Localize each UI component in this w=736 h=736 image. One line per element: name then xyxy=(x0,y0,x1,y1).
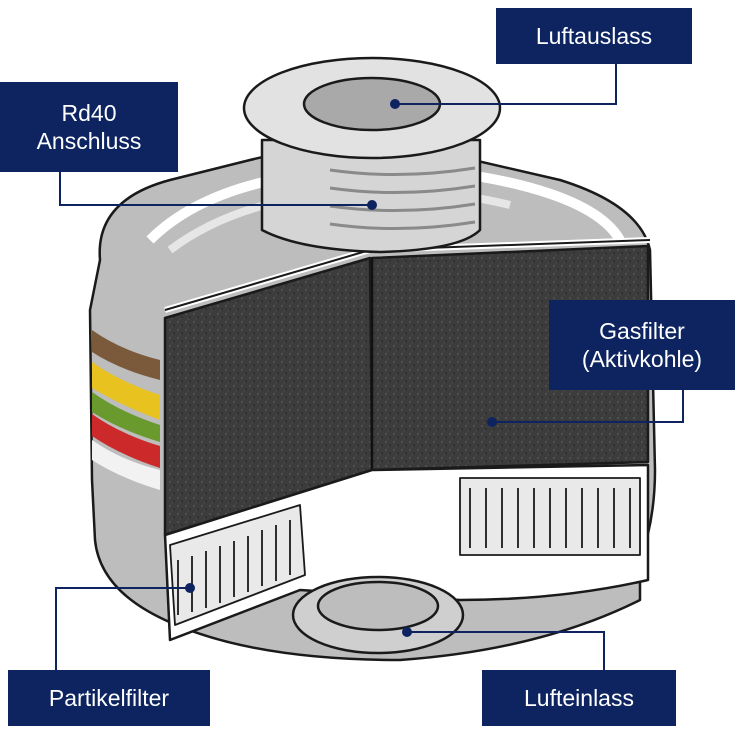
label-gasfilter: Gasfilter (Aktivkohle) xyxy=(549,300,735,390)
label-rd40-anschluss: Rd40 Anschluss xyxy=(0,82,178,172)
label-partikelfilter-line-1: Partikelfilter xyxy=(48,684,170,711)
air-inlet xyxy=(316,580,440,632)
dot-luftauslass xyxy=(390,99,400,109)
leader-lines xyxy=(55,64,684,670)
label-lufteinlass: Lufteinlass xyxy=(482,670,676,726)
dot-partikelfilter xyxy=(185,583,195,593)
threaded-neck xyxy=(260,138,482,254)
label-gasfilter-line-2: (Aktivkohle) xyxy=(581,346,703,372)
label-gasfilter-line-1: Gasfilter xyxy=(599,317,685,344)
leader-rd40 xyxy=(59,172,372,206)
label-partikelfilter: Partikelfilter xyxy=(8,670,210,726)
label-rd40-line-1: Rd40 xyxy=(61,99,117,126)
label-luftauslass-line-1: Luftauslass xyxy=(535,22,653,49)
filter-cartridge-illustration xyxy=(88,56,657,662)
leader-dots xyxy=(185,99,497,637)
leader-lufteinlass xyxy=(407,631,605,670)
thread-lines xyxy=(329,166,476,231)
leader-luftauslass xyxy=(395,64,617,105)
color-bands xyxy=(92,330,160,490)
dot-lufteinlass xyxy=(402,627,412,637)
leader-partikelfilter xyxy=(55,587,190,670)
leader-gasfilter xyxy=(492,390,684,423)
dot-gasfilter xyxy=(487,417,497,427)
label-lufteinlass-line-1: Lufteinlass xyxy=(524,684,634,711)
label-rd40-line-2: Anschluss xyxy=(36,128,142,154)
label-luftauslass: Luftauslass xyxy=(496,8,692,64)
dot-rd40 xyxy=(367,200,377,210)
particle-filter-right xyxy=(459,477,641,556)
